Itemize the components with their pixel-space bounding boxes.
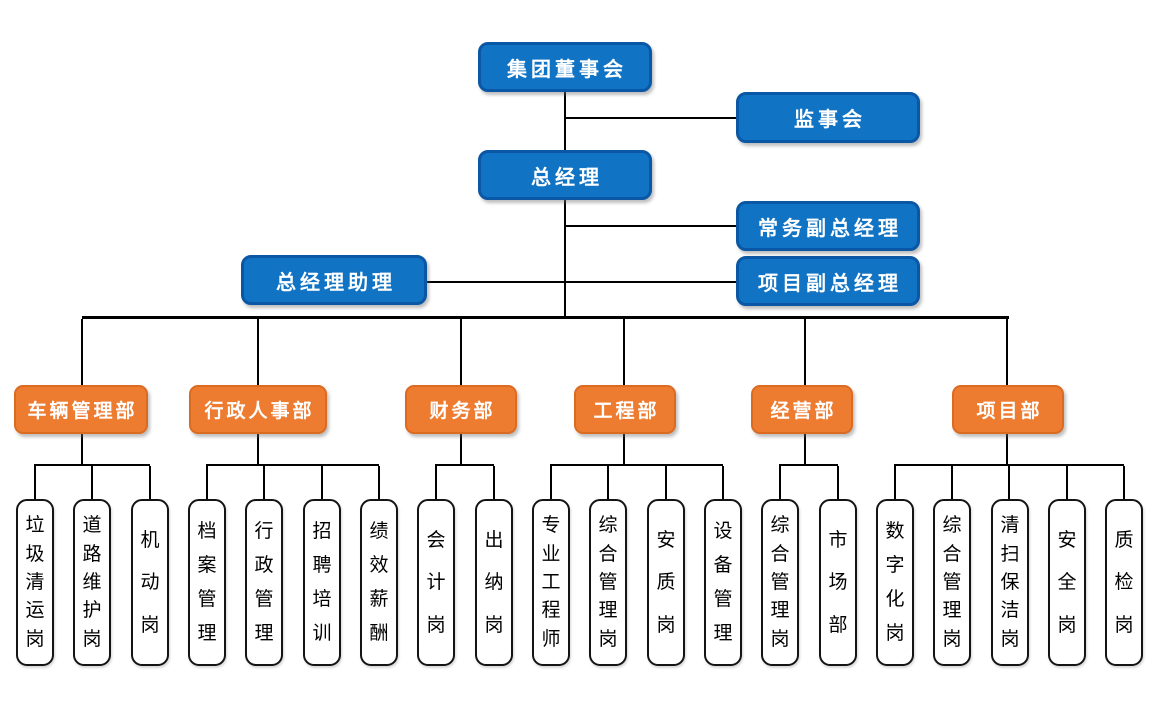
connector-child-drop — [550, 466, 552, 499]
connector-child-drop — [378, 466, 380, 499]
box-supervisory-board: 监事会 — [736, 92, 920, 143]
position-box: 质检岗 — [1105, 499, 1143, 666]
connector-child-drop — [263, 466, 265, 499]
connector-child-drop — [1008, 466, 1010, 499]
position-box: 出纳岗 — [475, 499, 513, 666]
connector-child-drop — [321, 466, 323, 499]
connector-dept-stem — [257, 434, 259, 464]
position-box: 招聘培训 — [303, 499, 341, 666]
position-box: 安质岗 — [647, 499, 685, 666]
position-box: 行政管理 — [245, 499, 283, 666]
connector-child-drop — [1066, 466, 1068, 499]
connector-child-drop — [951, 466, 953, 499]
connector-child-drop — [435, 466, 437, 499]
connector-drop-dept — [257, 319, 259, 385]
connector-dept-stem — [460, 434, 462, 464]
connector-child-drop — [1123, 466, 1125, 499]
connector-branch-supervisory — [564, 117, 736, 119]
position-box: 专业工程师 — [532, 499, 570, 666]
connector-child-drop — [91, 466, 93, 499]
connector-child-drop — [779, 466, 781, 499]
connector-child-drop — [149, 466, 151, 499]
dept-box-finance: 财务部 — [405, 385, 517, 434]
connector-trunk-board-gm — [564, 92, 566, 150]
position-box: 机动岗 — [131, 499, 169, 666]
connector-child-bus — [435, 464, 494, 466]
position-box: 设备管理 — [704, 499, 742, 666]
position-box: 会计岗 — [417, 499, 455, 666]
connector-drop-dept — [804, 319, 806, 385]
box-project-deputy-gm: 项目副总经理 — [736, 256, 920, 306]
connector-child-bus — [894, 464, 1124, 466]
position-box: 道路维护岗 — [73, 499, 111, 666]
connector-child-drop — [837, 466, 839, 499]
dept-box-project: 项目部 — [952, 385, 1064, 434]
connector-dept-stem — [1006, 434, 1008, 464]
connector-drop-dept — [460, 319, 462, 385]
connector-child-drop — [493, 466, 495, 499]
dept-box-vehicle-mgmt: 车辆管理部 — [14, 385, 148, 434]
position-box: 综合管理岗 — [933, 499, 971, 666]
box-group-board: 集团董事会 — [478, 42, 652, 92]
position-box: 数字化岗 — [876, 499, 914, 666]
box-gm-assistant: 总经理助理 — [241, 255, 427, 305]
position-box: 垃圾清运岗 — [16, 499, 54, 666]
connector-child-drop — [206, 466, 208, 499]
dept-box-engineering: 工程部 — [574, 385, 676, 434]
connector-child-bus — [550, 464, 723, 466]
connector-dept-stem — [81, 434, 83, 464]
connector-child-drop — [894, 466, 896, 499]
connector-drop-dept — [623, 319, 625, 385]
connector-distribution-bus — [82, 316, 1009, 319]
connector-child-drop — [607, 466, 609, 499]
position-box: 档案管理 — [188, 499, 226, 666]
connector-child-bus — [779, 464, 838, 466]
connector-branch-assistant-project-deputy — [427, 281, 736, 283]
connector-child-bus — [34, 464, 150, 466]
box-executive-deputy-gm: 常务副总经理 — [736, 201, 920, 251]
position-box: 安全岗 — [1048, 499, 1086, 666]
connector-trunk-gm-main — [564, 200, 566, 318]
position-box: 清扫保洁岗 — [991, 499, 1029, 666]
box-general-manager: 总经理 — [478, 150, 652, 200]
dept-box-admin-hr: 行政人事部 — [189, 385, 327, 434]
position-box: 综合管理岗 — [589, 499, 627, 666]
dept-box-operations: 经营部 — [751, 385, 853, 434]
connector-child-drop — [665, 466, 667, 499]
connector-child-drop — [34, 466, 36, 499]
connector-child-drop — [722, 466, 724, 499]
connector-child-bus — [206, 464, 379, 466]
connector-dept-stem — [623, 434, 625, 464]
position-box: 市场部 — [819, 499, 857, 666]
connector-drop-dept — [81, 319, 83, 385]
position-box: 综合管理岗 — [761, 499, 799, 666]
position-box: 绩效薪酬 — [360, 499, 398, 666]
connector-branch-exec-deputy — [564, 225, 736, 227]
connector-drop-dept — [1006, 319, 1008, 385]
connector-dept-stem — [804, 434, 806, 464]
